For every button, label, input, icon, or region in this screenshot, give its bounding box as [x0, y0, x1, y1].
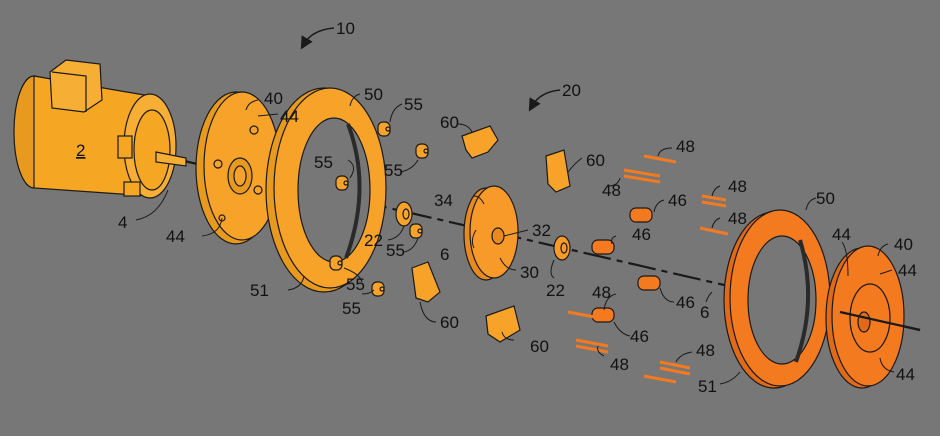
- assembly-10-arrow: [300, 27, 335, 50]
- label-bushing-b: 55: [384, 161, 403, 180]
- label-right-plate-holes-a: 44: [832, 225, 851, 244]
- caliper: [545, 149, 571, 193]
- bushing: [371, 281, 385, 297]
- label-assembly-10: 10: [336, 19, 355, 38]
- label-motor: 2: [76, 141, 85, 160]
- label-pin-f: 48: [610, 355, 629, 374]
- pin: [643, 374, 677, 384]
- label-washer-right: 22: [546, 281, 565, 300]
- pin: [659, 360, 691, 370]
- label-pin-g: 48: [696, 341, 715, 360]
- caliper: [485, 305, 521, 343]
- brake-rotor: [463, 185, 519, 281]
- label-pin-b: 48: [602, 181, 621, 200]
- label-left-plate-holes-top: 44: [280, 107, 299, 126]
- label-bushing-f: 55: [342, 299, 361, 318]
- bushing: [409, 223, 423, 239]
- label-rotor: 30: [520, 263, 539, 282]
- assembly-20-arrow: [528, 89, 561, 112]
- label-bushing-a: 55: [404, 95, 423, 114]
- sleeve: [637, 275, 661, 291]
- label-bushing-c: 55: [314, 153, 333, 172]
- label-right-ring-top: 50: [816, 189, 835, 208]
- label-pin-a: 48: [676, 137, 695, 156]
- label-left-plate: 40: [264, 89, 283, 108]
- pin: [575, 344, 609, 354]
- reference-labels: 10 20 2 4 40 44 44 50 51 55 55 55 55 55 …: [76, 19, 917, 396]
- label-pin-c: 48: [728, 177, 747, 196]
- washer-right: [553, 235, 571, 261]
- label-left-ring-bottom: 51: [250, 281, 269, 300]
- pin: [623, 168, 661, 178]
- sleeve: [591, 307, 615, 323]
- label-bushing-d: 55: [386, 241, 405, 260]
- label-caliper-bottom: 60: [530, 337, 549, 356]
- motor-shaft: [155, 151, 187, 167]
- label-rotor-hub: 32: [532, 221, 551, 240]
- label-right-plate-holes-c: 44: [896, 365, 915, 384]
- leader-lines: [135, 93, 895, 385]
- label-left-plate-holes-bottom: 44: [166, 227, 185, 246]
- label-bushing-e: 55: [346, 275, 365, 294]
- bushing: [377, 121, 391, 137]
- bushing: [335, 175, 349, 191]
- bushings: [329, 121, 429, 297]
- label-right-plate-holes-b: 44: [898, 261, 917, 280]
- label-pin-e: 48: [592, 283, 611, 302]
- right-ring: [723, 209, 831, 389]
- pin: [701, 194, 727, 202]
- washer-left: [395, 201, 413, 227]
- label-pin-d: 48: [728, 209, 747, 228]
- label-axis-b: 6: [700, 303, 709, 322]
- pin: [575, 338, 609, 348]
- pin: [623, 174, 661, 184]
- label-caliper-left: 60: [440, 313, 459, 332]
- label-sleeve-c: 46: [676, 293, 695, 312]
- bushing: [329, 255, 343, 271]
- pin: [567, 310, 601, 320]
- left-end-plate: [195, 91, 281, 245]
- label-caliper-top: 60: [440, 113, 459, 132]
- label-caliper-right: 60: [586, 151, 605, 170]
- label-axis: 6: [440, 245, 449, 264]
- pins: [567, 154, 729, 384]
- pin: [659, 366, 691, 376]
- label-assembly-20: 20: [562, 81, 581, 100]
- label-left-ring-top: 50: [364, 85, 383, 104]
- pin: [701, 200, 727, 208]
- caliper: [411, 261, 441, 303]
- label-right-plate: 40: [894, 235, 913, 254]
- label-washer-left: 22: [364, 231, 383, 250]
- label-sleeve-d: 46: [630, 327, 649, 346]
- bushing: [415, 143, 429, 159]
- right-axis-segment: [839, 310, 921, 332]
- label-rotor-rim: 34: [434, 191, 453, 210]
- label-sleeve-b: 46: [632, 225, 651, 244]
- calipers: [411, 125, 571, 343]
- sleeve: [591, 239, 615, 255]
- label-sleeve-a: 46: [668, 191, 687, 210]
- label-right-ring-bottom: 51: [698, 377, 717, 396]
- right-end-plate: [825, 245, 905, 389]
- label-motor-shaft: 4: [118, 213, 127, 232]
- pin: [643, 154, 677, 164]
- pin: [699, 226, 729, 236]
- left-ring: [265, 87, 387, 293]
- motor: [13, 59, 187, 199]
- sleeve: [629, 207, 653, 223]
- caliper: [461, 125, 499, 159]
